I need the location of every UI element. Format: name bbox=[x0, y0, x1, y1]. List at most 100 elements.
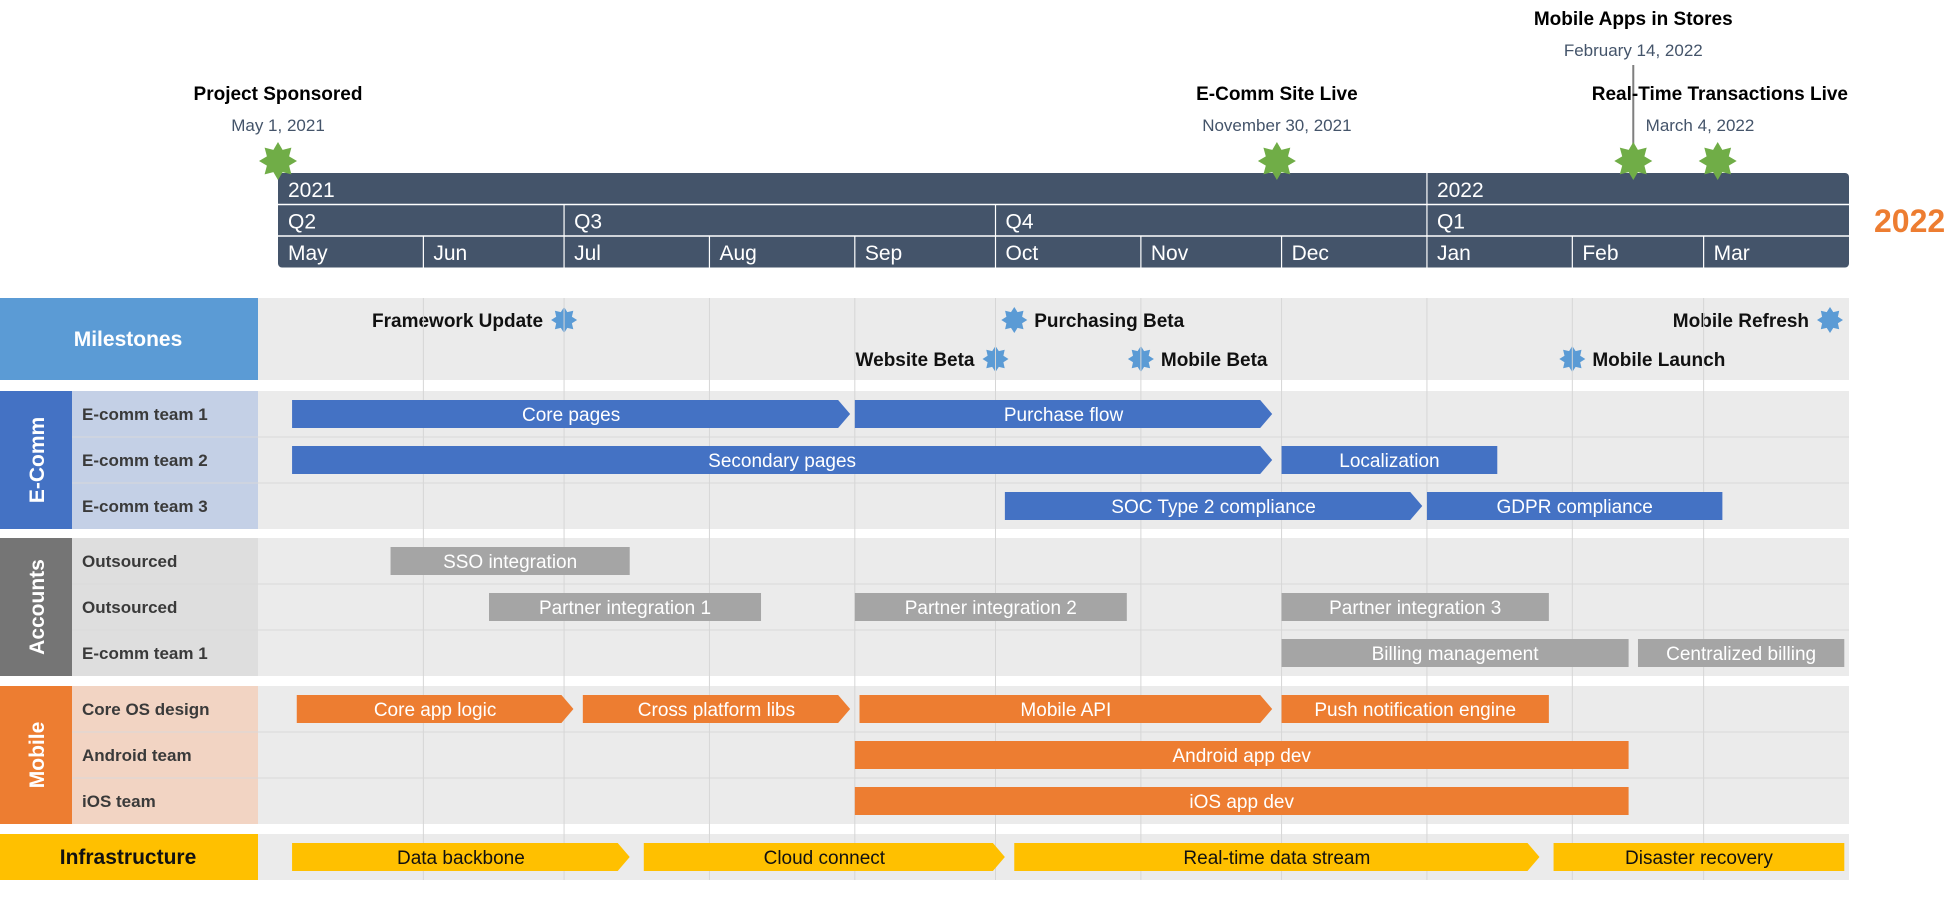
axis-background bbox=[278, 173, 1849, 268]
year-label: 2021 bbox=[288, 179, 335, 202]
lane-milestone-label: Mobile Launch bbox=[1592, 350, 1725, 371]
month-gridlines bbox=[422, 298, 1705, 880]
quarter-label: Q4 bbox=[1006, 211, 1034, 234]
task-bar bbox=[292, 400, 851, 428]
task-label: Cloud connect bbox=[764, 848, 886, 869]
star-burst-icon bbox=[1817, 307, 1843, 333]
star-burst-icon bbox=[1698, 142, 1737, 180]
lane-subheader bbox=[72, 538, 258, 676]
task-label: iOS app dev bbox=[1189, 792, 1294, 813]
top-milestone-title: Real-Time Transactions Live bbox=[1592, 84, 1848, 105]
quarter-label: Q3 bbox=[574, 211, 602, 234]
lane-row-label: Android team bbox=[82, 746, 192, 765]
month-label: Feb bbox=[1582, 242, 1618, 265]
task-label: Core app logic bbox=[374, 700, 497, 721]
task-bar bbox=[390, 547, 630, 575]
task-bar bbox=[854, 741, 1629, 769]
task-bar bbox=[1637, 639, 1845, 667]
top-milestone-date: February 14, 2022 bbox=[1564, 41, 1703, 60]
task-label: Real-time data stream bbox=[1183, 848, 1370, 869]
top-milestone-title: E-Comm Site Live bbox=[1196, 84, 1358, 105]
top-milestone-title: Project Sponsored bbox=[194, 84, 363, 105]
top-milestone-date: November 30, 2021 bbox=[1202, 116, 1351, 135]
task-label: Localization bbox=[1339, 451, 1439, 472]
task-label: Partner integration 3 bbox=[1329, 598, 1501, 619]
month-label: May bbox=[288, 242, 328, 265]
task-bar bbox=[1281, 695, 1549, 723]
task-bar bbox=[854, 400, 1273, 428]
task-label: Partner integration 1 bbox=[539, 598, 711, 619]
task-bar bbox=[292, 843, 630, 871]
milestones-lane-header bbox=[0, 298, 258, 380]
month-label: Sep bbox=[865, 242, 902, 265]
task-bar bbox=[1281, 593, 1549, 621]
lane-milestone-label: Mobile Beta bbox=[1161, 350, 1268, 371]
task-bar bbox=[582, 695, 851, 723]
month-label: Jun bbox=[433, 242, 467, 265]
lane-group-label: Accounts bbox=[26, 559, 49, 655]
lane-row-label: Outsourced bbox=[82, 552, 177, 571]
task-bar bbox=[1004, 492, 1423, 520]
task-bar bbox=[1281, 639, 1629, 667]
task-label: Mobile API bbox=[1020, 700, 1111, 721]
task-label: Purchase flow bbox=[1004, 405, 1124, 426]
task-bar bbox=[1014, 843, 1540, 871]
star-burst-icon bbox=[1257, 142, 1296, 180]
lane-row-label: Core OS design bbox=[82, 700, 210, 719]
task-label: GDPR compliance bbox=[1497, 497, 1653, 518]
task-bar bbox=[489, 593, 762, 621]
lane-row-label: E-comm team 3 bbox=[82, 497, 208, 516]
task-label: Android app dev bbox=[1173, 746, 1312, 767]
top-milestone-date: May 1, 2021 bbox=[231, 116, 325, 135]
lane-row-label: E-comm team 2 bbox=[82, 451, 208, 470]
lane-group-header bbox=[0, 686, 72, 824]
month-label: Aug bbox=[719, 242, 756, 265]
lane-row-label: Outsourced bbox=[82, 598, 177, 617]
task-label: Cross platform libs bbox=[638, 700, 795, 721]
lane-milestone-label: Website Beta bbox=[856, 350, 975, 371]
task-label: Partner integration 2 bbox=[905, 598, 1077, 619]
task-label: Billing management bbox=[1372, 644, 1540, 665]
month-label: Dec bbox=[1292, 242, 1329, 265]
star-burst-icon bbox=[1001, 307, 1028, 333]
star-burst-icon bbox=[259, 142, 297, 180]
lane-header bbox=[0, 834, 258, 880]
lane-group-header bbox=[0, 538, 72, 676]
top-milestone-date: March 4, 2022 bbox=[1646, 116, 1755, 135]
task-bar bbox=[643, 843, 1005, 871]
task-label: Centralized billing bbox=[1666, 644, 1816, 665]
year-badge: 2022 bbox=[1874, 203, 1945, 239]
month-label: Oct bbox=[1006, 242, 1039, 265]
lane-group-header bbox=[0, 391, 72, 529]
lane-group-label: Mobile bbox=[26, 722, 49, 789]
task-label: Disaster recovery bbox=[1625, 848, 1773, 869]
lane-group-label: Infrastructure bbox=[60, 846, 197, 869]
task-label: Core pages bbox=[522, 405, 620, 426]
quarter-label: Q1 bbox=[1437, 211, 1465, 234]
lane-milestone-label: Purchasing Beta bbox=[1034, 311, 1184, 332]
task-bar bbox=[292, 446, 1273, 474]
task-bar bbox=[854, 593, 1127, 621]
task-bar bbox=[859, 695, 1273, 723]
milestones-lane-label: Milestones bbox=[74, 328, 183, 351]
task-label: Data backbone bbox=[397, 848, 525, 869]
lane-milestone-label: Framework Update bbox=[372, 311, 543, 332]
year-label: 2022 bbox=[1437, 179, 1484, 202]
task-label: Push notification engine bbox=[1314, 700, 1516, 721]
task-bar bbox=[296, 695, 574, 723]
task-bar bbox=[854, 787, 1629, 815]
task-label: SOC Type 2 compliance bbox=[1111, 497, 1316, 518]
star-burst-icon bbox=[1614, 142, 1653, 180]
lane-subheader bbox=[72, 686, 258, 824]
month-label: Mar bbox=[1714, 242, 1750, 265]
month-label: Jul bbox=[574, 242, 601, 265]
lane-milestones: Framework Update Purchasing Beta Mobile Re… bbox=[372, 307, 1843, 372]
quarter-label: Q2 bbox=[288, 211, 316, 234]
top-milestone-title: Mobile Apps in Stores bbox=[1534, 9, 1733, 30]
lane-milestone-label: Mobile Refresh bbox=[1673, 311, 1809, 332]
task-bar bbox=[1426, 492, 1723, 520]
